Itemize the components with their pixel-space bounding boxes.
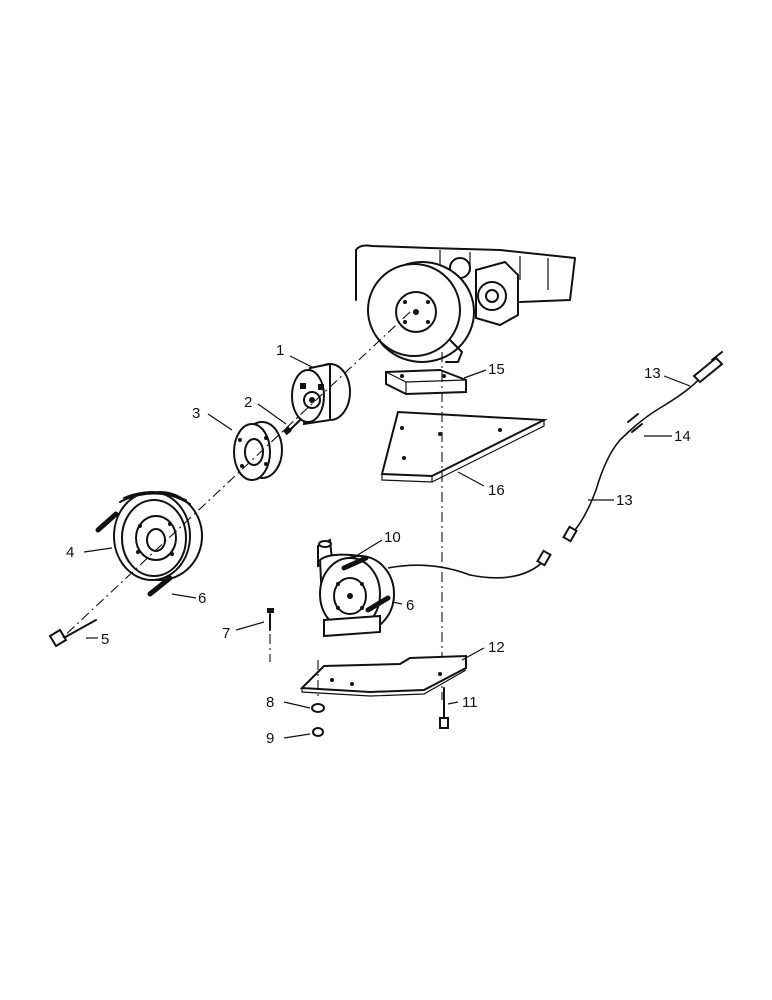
part-5-bolt <box>48 619 97 648</box>
part-2-bolt <box>282 419 301 436</box>
callout-6-pulley: 6 <box>198 590 206 607</box>
callout-13-mid: 13 <box>616 492 633 509</box>
callout-labels: 1 2 3 4 5 6 6 7 8 9 10 11 12 13 13 14 15… <box>66 342 691 747</box>
part-9-nut <box>312 727 324 737</box>
part-13-cable <box>387 351 724 579</box>
callout-1: 1 <box>276 342 284 359</box>
callout-9: 9 <box>266 730 274 747</box>
part-11-bolt <box>439 687 449 729</box>
engine-flywheel <box>367 261 475 363</box>
callout-15: 15 <box>488 361 505 378</box>
callout-2: 2 <box>244 394 252 411</box>
leader-lines <box>83 355 691 739</box>
callout-8: 8 <box>266 694 274 711</box>
callout-6-pump: 6 <box>406 597 414 614</box>
part-1-coupling <box>291 362 351 426</box>
callout-10: 10 <box>384 529 401 546</box>
part-15-block <box>385 368 467 396</box>
callout-13-top: 13 <box>644 365 661 382</box>
part-8-washer <box>311 703 325 713</box>
callout-12: 12 <box>488 639 505 656</box>
callout-4: 4 <box>66 544 74 561</box>
engine-block <box>355 244 576 327</box>
callout-5: 5 <box>101 631 109 648</box>
part-10-pump <box>317 538 395 638</box>
callout-7: 7 <box>222 625 230 642</box>
part-7-bolt <box>267 608 274 662</box>
callout-16: 16 <box>488 482 505 499</box>
part-12-bracket <box>299 654 467 697</box>
part-3-spacer <box>233 421 283 481</box>
callout-3: 3 <box>192 405 200 422</box>
part-16-plate <box>380 410 548 483</box>
callout-11: 11 <box>462 694 478 711</box>
part-14-clip <box>627 413 643 433</box>
part-6-belt-left <box>95 511 173 597</box>
callout-14: 14 <box>674 428 691 445</box>
part-4-pulley <box>113 491 203 581</box>
